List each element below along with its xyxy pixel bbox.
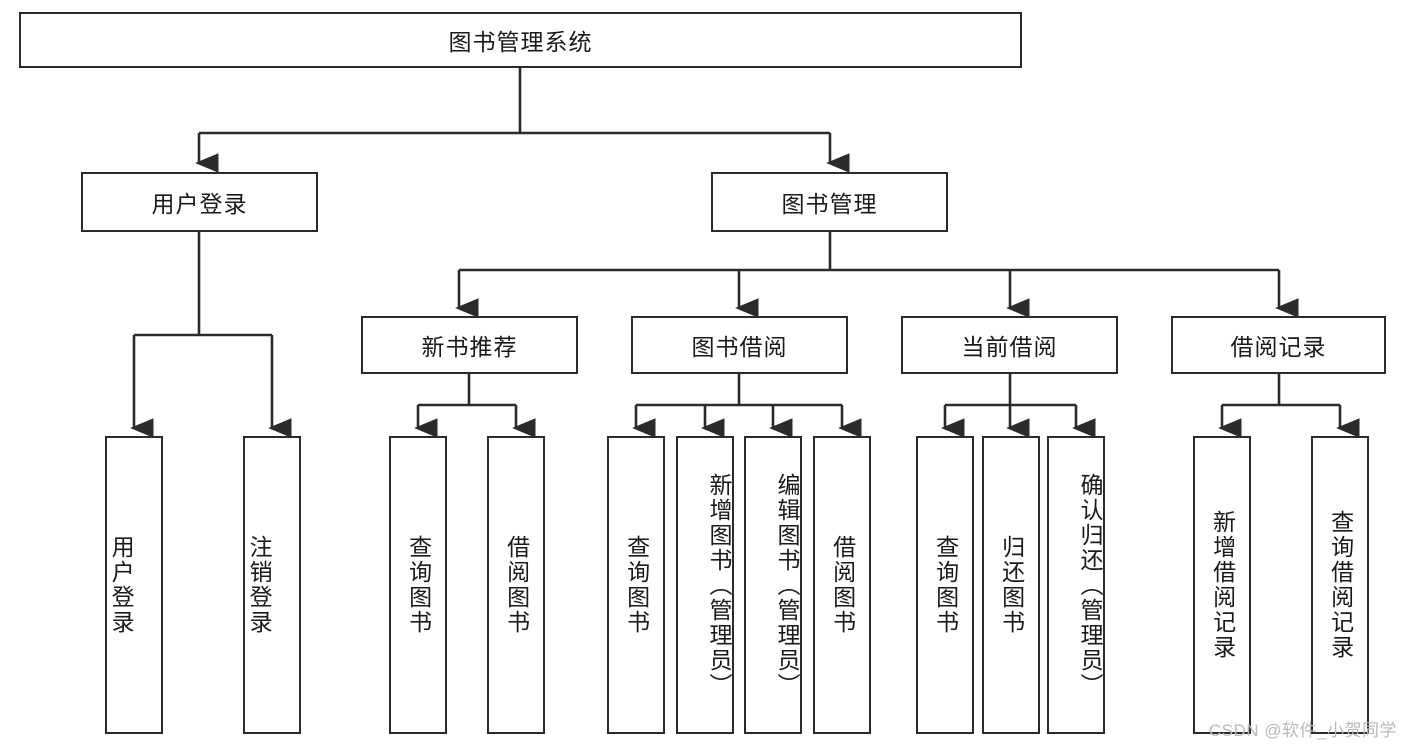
watermark-text: CSDN @软件_小贺同学: [1208, 721, 1397, 740]
node-leaf-borrow-lend[interactable]: 借阅图书: [813, 436, 871, 734]
node-leaf-record-add-label: 新增借阅记录: [1209, 510, 1236, 660]
node-leaf-borrow-edit-label: 编辑图书（管理员）: [774, 472, 800, 698]
node-new-book-recommend-label: 新书推荐: [421, 334, 518, 360]
node-leaf-current-confirm-return[interactable]: 确认归还（管理员）: [1047, 436, 1105, 734]
node-leaf-borrow-lend-label: 借阅图书: [829, 535, 856, 635]
node-borrow-record-label: 借阅记录: [1230, 334, 1327, 360]
node-leaf-newbook-query[interactable]: 查询图书: [389, 436, 447, 734]
node-leaf-record-query[interactable]: 查询借阅记录: [1311, 436, 1369, 734]
node-book-management[interactable]: 图书管理: [711, 172, 948, 232]
node-root-system-label: 图书管理系统: [448, 29, 593, 55]
node-leaf-user-login-signout-label: 注销登录: [246, 535, 273, 635]
node-leaf-current-query[interactable]: 查询图书: [916, 436, 974, 734]
node-leaf-borrow-add-label: 新增图书（管理员）: [706, 472, 732, 698]
node-leaf-newbook-borrow-label: 借阅图书: [503, 535, 530, 635]
node-leaf-current-query-label: 查询图书: [932, 535, 959, 635]
node-book-management-label: 图书管理: [781, 191, 878, 217]
node-leaf-current-return-label: 归还图书: [998, 535, 1025, 635]
node-leaf-borrow-add[interactable]: 新增图书（管理员）: [676, 436, 734, 734]
node-leaf-current-confirm-return-label: 确认归还（管理员）: [1077, 472, 1103, 698]
node-leaf-user-login-signout[interactable]: 注销登录: [243, 436, 301, 734]
node-leaf-borrow-query-label: 查询图书: [623, 535, 650, 635]
node-current-borrow-label: 当前借阅: [961, 334, 1058, 360]
node-borrow-record[interactable]: 借阅记录: [1171, 316, 1386, 374]
node-book-borrow[interactable]: 图书借阅: [631, 316, 848, 374]
node-leaf-user-login-signin-label: 用户登录: [108, 535, 135, 635]
node-current-borrow[interactable]: 当前借阅: [901, 316, 1118, 374]
node-new-book-recommend[interactable]: 新书推荐: [361, 316, 578, 374]
node-leaf-borrow-query[interactable]: 查询图书: [607, 436, 665, 734]
node-leaf-record-query-label: 查询借阅记录: [1327, 510, 1354, 660]
node-leaf-record-add[interactable]: 新增借阅记录: [1193, 436, 1251, 734]
node-user-login[interactable]: 用户登录: [81, 172, 318, 232]
node-leaf-borrow-edit[interactable]: 编辑图书（管理员）: [744, 436, 802, 734]
node-book-borrow-label: 图书借阅: [691, 334, 788, 360]
node-leaf-user-login-signin[interactable]: 用户登录: [105, 436, 163, 734]
node-leaf-newbook-query-label: 查询图书: [405, 535, 432, 635]
node-leaf-newbook-borrow[interactable]: 借阅图书: [487, 436, 545, 734]
node-user-login-label: 用户登录: [151, 191, 248, 217]
node-root-system[interactable]: 图书管理系统: [19, 12, 1022, 68]
node-leaf-current-return[interactable]: 归还图书: [982, 436, 1040, 734]
